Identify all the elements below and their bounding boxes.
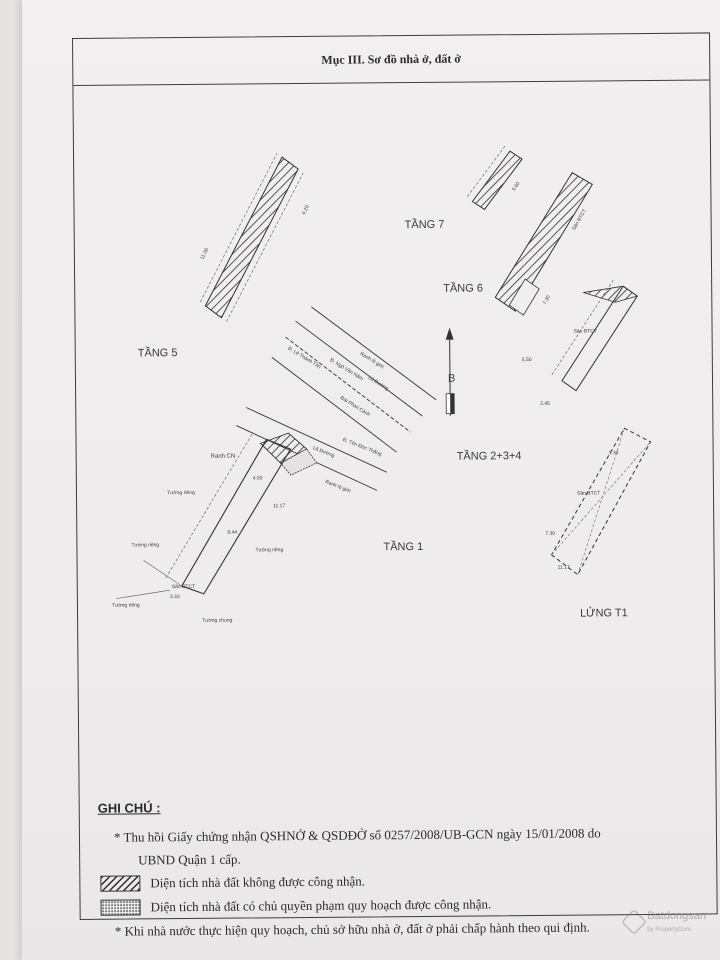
legend-dots-row: Diện tích nhà đất có chủ quyền phạm quy … xyxy=(100,894,699,916)
street-label: Lộ Đường xyxy=(367,375,390,392)
watermark: Batdongsan by PropertyGuru xyxy=(621,909,706,935)
street-label: Đ. Ngô Văn Năm xyxy=(329,357,364,382)
notes-heading: GHI CHÚ : xyxy=(97,800,161,816)
dim-label: 7.30 xyxy=(545,531,555,537)
document-frame: Mục III. Sơ đồ nhà ở, đất ở TẦNG 7 TẦNG … xyxy=(72,32,718,938)
site-plan-drawing: TẦNG 7 TẦNG 6 TẦNG 5 TẦNG 2+3+4 TẦNG 1 L… xyxy=(112,146,652,624)
wall-label: Tường chung xyxy=(202,618,233,624)
notes-section: GHI CHÚ : * Thu hồi Giấy chứng nhận QSHN… xyxy=(98,796,699,947)
floor-label-5: TẦNG 5 xyxy=(138,346,178,359)
floor-label-7: TẦNG 7 xyxy=(405,218,445,231)
floor-label-1: TẦNG 1 xyxy=(383,540,423,553)
watermark-brand: Batdongsan xyxy=(647,910,706,922)
north-arrow-icon: B xyxy=(445,327,455,416)
slab-label: Sân BTCT xyxy=(574,328,597,334)
floor-label-mezzanine: LỬNG T1 xyxy=(580,606,628,619)
dim-label: 11.00 xyxy=(199,247,210,261)
dim-label: 5.60 xyxy=(511,181,522,193)
street-label: Đài Phan Cách xyxy=(339,395,371,418)
dim-label: 2.45 xyxy=(540,401,550,407)
dim-label: 7.30 xyxy=(542,294,552,306)
dim-label: 8.44 xyxy=(227,530,237,536)
dim-label: 3.33 xyxy=(170,594,180,600)
floor-6-plan: Sân BTCT 7.30 xyxy=(494,171,593,316)
note-planning: * Khi nhà nước thực hiện quy hoạch, chủ … xyxy=(114,919,590,939)
mezzanine-plan: Sân BTCT 3.30 7.30 11.17 xyxy=(545,427,652,576)
floor-7-plan: 5.60 xyxy=(467,146,523,211)
dim-label: 3.30 xyxy=(609,450,619,456)
document-sheet: Mục III. Sơ đồ nhà ở, đất ở TẦNG 7 TẦNG … xyxy=(22,0,720,960)
dim-label: 4.50 xyxy=(253,475,263,481)
hatch-swatch-icon xyxy=(100,875,141,892)
slab-label: Sân BTCT xyxy=(577,490,600,496)
slab-label: Sân BTCT xyxy=(172,584,195,590)
note-revocation-cont: UBND Quận 1 cấp. xyxy=(138,851,241,868)
street-label: Đ. Lê Thánh Tôn xyxy=(287,346,322,371)
legend-hatch-row: Diện tích nhà đất không được công nhận. xyxy=(100,870,698,892)
floor-label-6: TẦNG 6 xyxy=(443,281,483,294)
dots-swatch-icon xyxy=(100,899,141,916)
floor-234-plan: Sân BTCT 5.50 2.45 xyxy=(522,280,639,407)
note-revocation: * Thu hồi Giấy chứng nhận QSHNỞ & QSDĐỞ … xyxy=(113,825,601,845)
floor-5-plan: 11.00 4.20 xyxy=(199,153,311,322)
north-label: B xyxy=(448,373,455,385)
legend-dots-text: Diện tích nhà đất có chủ quyền phạm quy … xyxy=(150,896,492,915)
dim-label: 11.17 xyxy=(273,503,285,509)
floor-label-234: TẦNG 2+3+4 xyxy=(457,449,522,463)
dim-label: 11.17 xyxy=(558,565,570,571)
wall-label: Tường riêng xyxy=(112,602,140,608)
wall-label: Tường riêng xyxy=(255,547,283,553)
street-label: Ranh lộ giới xyxy=(359,351,385,370)
dim-label: 4.20 xyxy=(301,204,311,216)
street-label: Ranh lộ giới xyxy=(324,479,351,494)
legend-hatch-text: Diện tích nhà đất không được công nhận. xyxy=(150,873,366,891)
wall-label: Tường riêng xyxy=(167,490,195,496)
dim-label: 5.50 xyxy=(522,357,532,363)
street-label: Ranh CN xyxy=(211,454,236,460)
brand-logo-icon xyxy=(621,909,648,935)
wall-label: Tường riêng xyxy=(131,542,159,548)
watermark-sub: by PropertyGuru xyxy=(647,927,692,933)
